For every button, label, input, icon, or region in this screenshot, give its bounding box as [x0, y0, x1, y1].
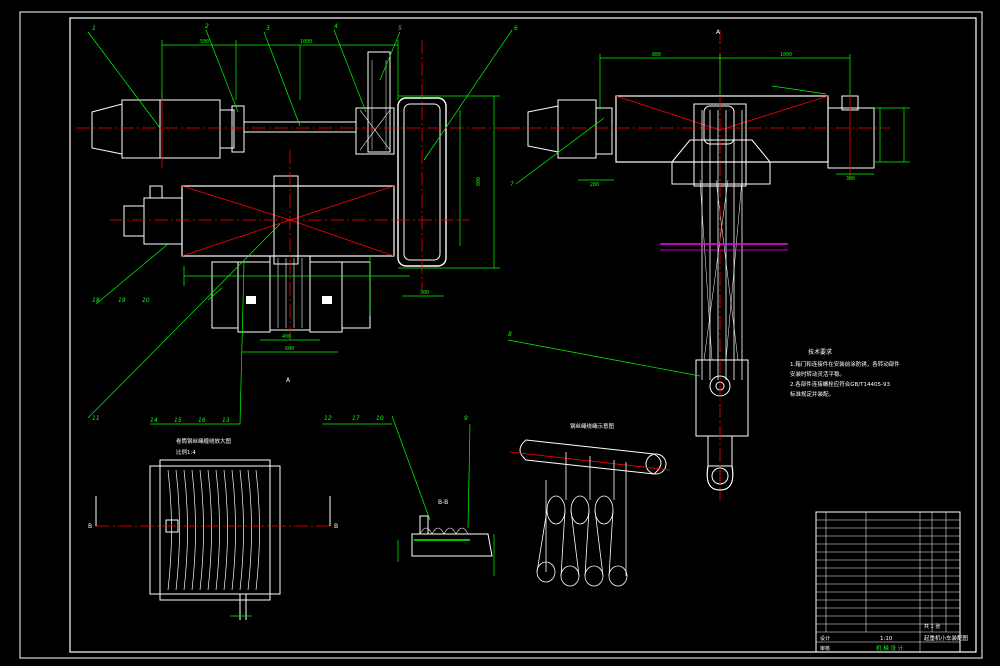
svg-text:18: 18	[92, 297, 100, 304]
travel-gearbox	[827, 107, 875, 169]
note-line-3: 2.各部件连接螺栓应符合GB/T14405-93	[790, 380, 890, 388]
note-line-2: 安装时转动灵活平稳。	[790, 370, 845, 378]
title-company: 机 械 设 计	[876, 644, 904, 652]
plan-dimensions	[161, 40, 500, 353]
svg-text:10: 10	[376, 415, 384, 422]
svg-text:7: 7	[510, 181, 514, 188]
drive-shaft	[243, 121, 357, 133]
motor-end-cap	[91, 103, 123, 155]
svg-text:9: 9	[464, 415, 468, 422]
svg-text:5: 5	[398, 25, 402, 32]
plan-callouts: 1 2 3 4 5 6 11 18 19 20 14 15 16 13	[92, 23, 518, 424]
drum-perspective	[519, 439, 662, 475]
drum-section	[411, 533, 493, 557]
title-scale: 1:10	[880, 636, 893, 642]
plan-view: 500 1000 800 300 600 400 1 2 3 4 5 6 11 18	[76, 23, 520, 425]
reducer-housing	[367, 51, 391, 153]
elevation-callouts: 7 8	[508, 181, 514, 338]
notes-heading: 技术要求	[808, 348, 832, 356]
elevation-dimension-text: 880 1000 280 300	[590, 52, 855, 188]
outer-border	[19, 11, 983, 659]
elevation-leaders	[507, 117, 701, 377]
elevation-view: A 880 1000 280 300 7 8	[506, 29, 910, 500]
svg-text:500: 500	[200, 39, 209, 45]
svg-text:1: 1	[92, 25, 96, 32]
svg-text:2: 2	[205, 23, 209, 30]
svg-text:16: 16	[198, 417, 206, 424]
drum-detail: 卷筒钢丝绳缠绕放大图 比例1:4 B B	[88, 437, 338, 620]
title-block: 起重机小车装配图 1:10 机 械 设 计 设计 审核 共 1 张	[815, 511, 969, 653]
plan-leaders	[87, 29, 513, 425]
rope-falls	[699, 110, 743, 380]
svg-text:6: 6	[514, 25, 518, 32]
section-mark-left: B	[88, 523, 92, 530]
svg-text:8: 8	[508, 331, 512, 338]
section-mark-right: B	[334, 523, 338, 530]
svg-text:20: 20	[142, 297, 150, 304]
view-a-marker-top: A	[716, 29, 721, 36]
travel-wheel-left	[143, 197, 183, 245]
technical-notes: 技术要求 1.箱门和连接件在安装前涂防锈，各转动部件 安装时转动灵活平稳。 2.…	[790, 348, 900, 398]
svg-text:600: 600	[285, 346, 294, 352]
inner-border	[69, 17, 977, 653]
svg-text:3: 3	[266, 25, 270, 32]
reducer	[355, 107, 395, 155]
rope-wraps	[167, 469, 260, 591]
title-designer: 设计	[820, 635, 830, 642]
title-sheet: 共 1 张	[924, 623, 940, 630]
reeving-diagram: 钢丝绳绕绳示意图	[509, 422, 671, 587]
section-title: B-B	[438, 499, 448, 506]
svg-text:400: 400	[282, 334, 291, 340]
hook-block	[695, 359, 749, 437]
motor-end-cap-right	[527, 105, 559, 153]
svg-text:15: 15	[174, 417, 182, 424]
svg-text:17: 17	[352, 415, 360, 422]
svg-text:880: 880	[652, 52, 661, 58]
svg-text:14: 14	[150, 417, 158, 424]
svg-text:800: 800	[476, 177, 482, 186]
svg-text:1000: 1000	[780, 52, 792, 58]
note-line-1: 1.箱门和连接件在安装前涂防锈，各转动部件	[790, 360, 900, 368]
coupling	[219, 109, 235, 149]
hook	[706, 465, 734, 491]
drum-detail-scale: 比例1:4	[176, 448, 196, 456]
svg-text:280: 280	[590, 182, 599, 188]
elevation-dimensions	[578, 54, 910, 181]
title-checker: 审核	[820, 645, 830, 652]
title-drawing-name: 起重机小车装配图	[924, 634, 969, 642]
svg-text:1000: 1000	[300, 39, 312, 45]
reeving-title: 钢丝绳绕绳示意图	[570, 422, 615, 430]
hook-frame	[671, 139, 771, 185]
reeving-sheaves	[536, 452, 628, 587]
svg-text:300: 300	[846, 176, 855, 182]
drum-detail-title: 卷筒钢丝绳缠绕放大图	[176, 437, 232, 445]
svg-text:300: 300	[420, 290, 429, 296]
note-line-4: 标准规定并装配。	[790, 390, 834, 398]
section-bb: B-B 12 17 10 9	[322, 415, 495, 576]
drum-body	[149, 465, 281, 595]
svg-text:11: 11	[92, 415, 100, 422]
svg-text:4: 4	[334, 23, 338, 30]
view-a-marker-bottom: A	[286, 377, 291, 384]
svg-text:13: 13	[222, 417, 230, 424]
svg-text:19: 19	[118, 297, 126, 304]
svg-text:12: 12	[324, 415, 332, 422]
plan-dimension-text: 500 1000 800 300 600 400	[200, 39, 482, 352]
motor-body	[121, 99, 221, 159]
